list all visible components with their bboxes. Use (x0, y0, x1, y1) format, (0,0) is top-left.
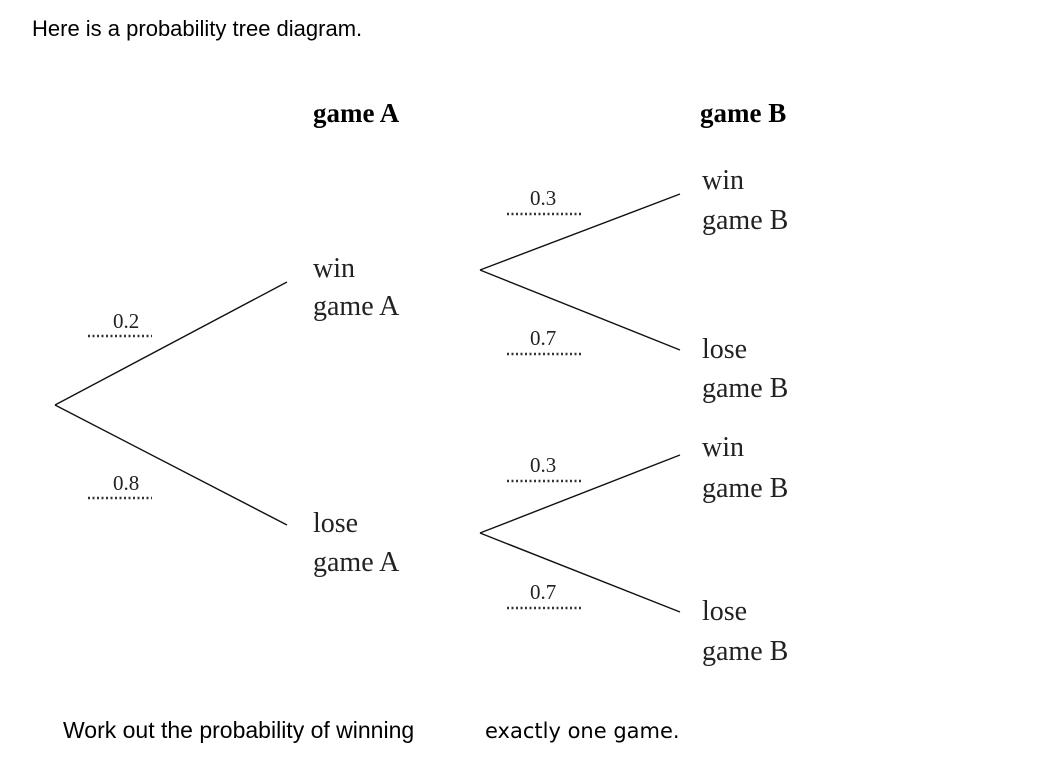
prob-lose-a: 0.8 (113, 471, 139, 495)
node-win-b-2-line2: game B (702, 473, 788, 504)
prob-win-b-2: 0.3 (530, 453, 556, 477)
node-win-a-line2: game A (313, 291, 400, 322)
branch-win-a (54, 281, 288, 406)
branch-win-a-win-b (479, 193, 681, 271)
question-text-part1: Work out the probability of winning (63, 717, 414, 743)
node-win-a-line1: win (313, 253, 355, 284)
prob-lose-b-2: 0.7 (530, 580, 556, 604)
branch-lose-a-win-b (479, 454, 681, 534)
node-lose-a-line1: lose (313, 508, 358, 539)
node-lose-b-2-line2: game B (702, 636, 788, 667)
branch-lose-a (54, 404, 288, 526)
node-lose-b-1-line2: game B (702, 373, 788, 404)
node-win-b-2-line1: win (702, 432, 744, 463)
node-win-b-1-line1: win (702, 165, 744, 196)
node-win-b-1-line2: game B (702, 205, 788, 236)
header-game-b: game B (700, 98, 786, 128)
node-lose-b-1-line1: lose (702, 334, 747, 365)
header-game-a: game A (313, 98, 400, 128)
node-lose-a-line2: game A (313, 547, 400, 578)
prob-lose-b-1: 0.7 (530, 326, 556, 350)
question-text-part2: exactly one game. (485, 719, 680, 743)
branch-lose-a-lose-b (479, 532, 681, 613)
prob-win-b-1: 0.3 (530, 186, 556, 210)
branch-win-a-lose-b (479, 269, 681, 351)
intro-text: Here is a probability tree diagram. (32, 16, 362, 41)
node-lose-b-2-line1: lose (702, 596, 747, 627)
prob-win-a: 0.2 (113, 309, 139, 333)
